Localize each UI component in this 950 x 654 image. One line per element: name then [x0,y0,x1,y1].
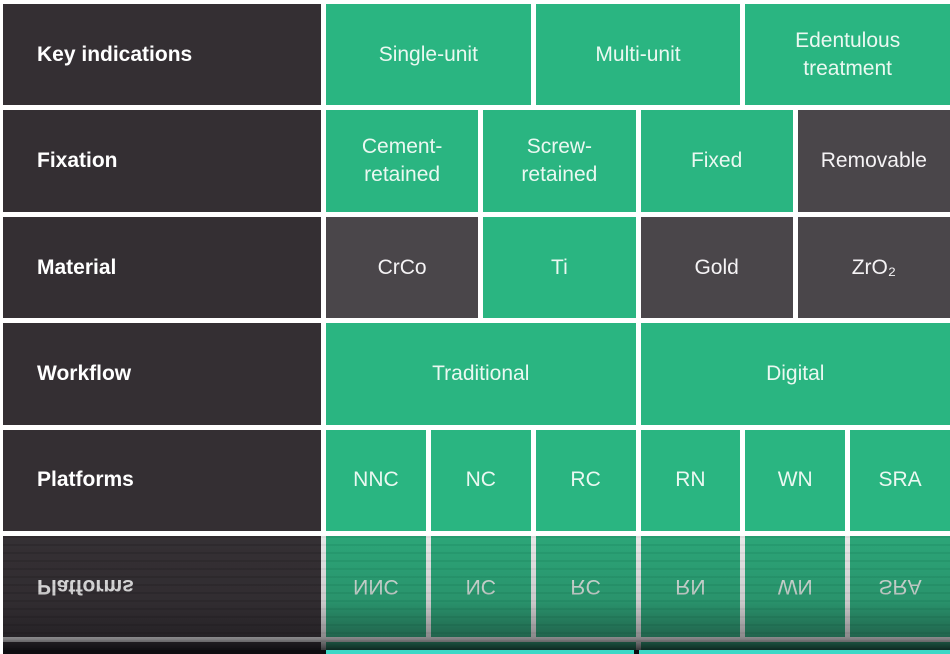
cell-rc-reflection: RC [535,536,636,637]
cell-rn-reflection: RN [640,536,741,637]
cell-single-unit: Single-unit [326,4,531,106]
cell-nnc: NNC [326,429,426,531]
cell-gold: Gold [640,216,793,319]
cell-edentulous-treatment: Edentulous treatment [745,4,950,106]
row-label-fixation: Fixation [3,110,321,212]
cell-rn: RN [640,429,741,531]
cell-removable: Removable [797,110,950,212]
cell-screw-retained: Screw- retained [483,110,636,212]
row-label-material: Material [3,216,321,319]
table-reflection: Workflow Traditional Digital PlatformsNNCNC… [3,536,950,654]
row-label-platforms: Platforms [3,429,321,531]
cell-fixed: Fixed [640,110,793,212]
cell-traditional: Traditional [326,323,636,425]
row-label-key-indications: Key indications [3,4,321,106]
cell-nc-reflection: NC [430,536,531,637]
row-label-workflow: Workflow [3,323,321,425]
cell-nc: NC [430,429,531,531]
cell-digital-reflection: Digital [640,642,950,654]
cell-wn: WN [745,429,846,531]
cell-crco: CrCo [326,216,479,319]
cell-digital: Digital [640,323,950,425]
row-label-workflow-reflection: Workflow [3,642,321,654]
cell-zro: ZrO₂ [797,216,950,319]
cell-multi-unit: Multi-unit [535,4,741,106]
cell-sra-reflection: SRA [850,536,950,637]
cell-sra: SRA [850,429,950,531]
cell-rc: RC [535,429,636,531]
reflection-rows: Workflow Traditional Digital PlatformsNNCNC… [3,536,950,654]
cell-ti: Ti [483,216,636,319]
cell-cement-retained: Cement- retained [326,110,479,212]
row-label-platforms-reflection: Platforms [3,536,321,637]
cell-nnc-reflection: NNC [326,536,426,637]
cell-traditional-reflection: Traditional [326,642,636,654]
cell-wn-reflection: WN [745,536,846,637]
